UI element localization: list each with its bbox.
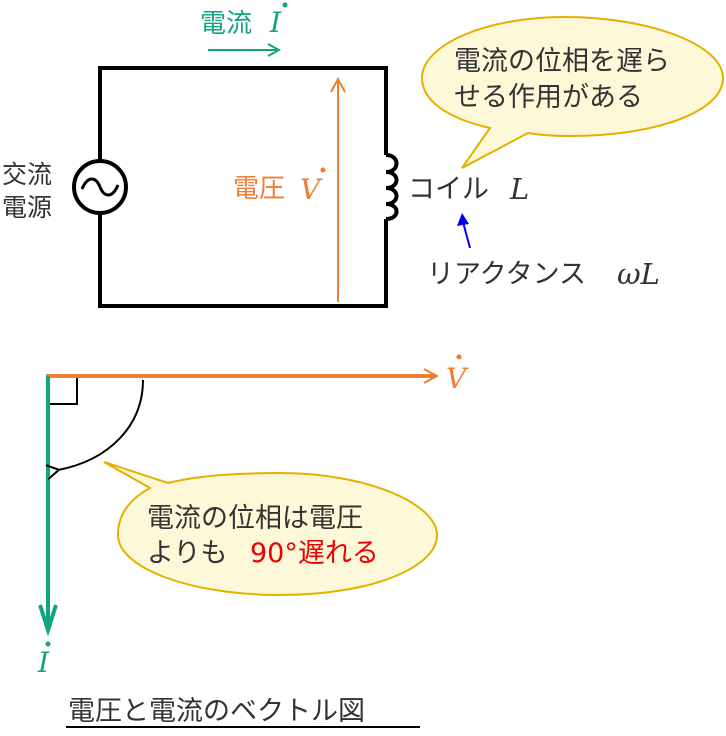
callout-bubble-top bbox=[420, 15, 725, 169]
voltage-dot bbox=[320, 167, 326, 173]
reactance-arrow-line bbox=[462, 221, 471, 249]
voltage-label: 電圧 bbox=[233, 174, 285, 204]
callout-bottom-line2-highlight: 90°遅れる bbox=[250, 538, 379, 569]
callout-bottom-line2-prefix: よりも bbox=[147, 538, 227, 569]
current-dot bbox=[282, 2, 288, 8]
current-vector-head bbox=[38, 604, 58, 637]
current-label: 電流 bbox=[200, 9, 252, 39]
current-symbol: I bbox=[269, 6, 282, 39]
coil-icon bbox=[385, 153, 399, 221]
coil-symbol: L bbox=[509, 172, 529, 206]
vector-diagram: V I 電流の位相は電圧 よりも 90°遅れる 電圧と電流のベクトル図 bbox=[37, 354, 469, 728]
callout-bubble-bottom bbox=[103, 461, 439, 597]
callout-top-line1: 電流の位相を遅ら bbox=[454, 46, 670, 77]
voltage-vector-dot bbox=[456, 354, 462, 360]
coil-label: コイル bbox=[408, 174, 489, 205]
right-angle-mark bbox=[50, 378, 78, 405]
vector-diagram-title: 電圧と電流のベクトル図 bbox=[68, 696, 365, 727]
source-label-line2: 電源 bbox=[2, 193, 52, 222]
phase-lag-arc-arrow bbox=[45, 379, 144, 480]
circuit: 電流 I 交流 電源 電圧 V コイル L リアクタンス ωL 電流の位相を遅ら bbox=[2, 2, 725, 308]
callout-top-line2: せる作用がある bbox=[454, 82, 643, 113]
ac-source-icon bbox=[72, 159, 128, 215]
voltage-vector-symbol: V bbox=[446, 362, 469, 395]
source-label-line1: 交流 bbox=[2, 160, 52, 189]
reactance-symbol: ωL bbox=[617, 257, 660, 291]
wire-bottom bbox=[98, 214, 388, 308]
current-vector-dot bbox=[45, 641, 51, 647]
reactance-arrow-head bbox=[457, 213, 469, 226]
reactance-label: リアクタンス bbox=[427, 259, 586, 290]
current-vector-symbol: I bbox=[37, 646, 50, 679]
voltage-symbol: V bbox=[300, 173, 323, 206]
wire-top bbox=[98, 66, 388, 160]
callout-bottom-line1: 電流の位相は電圧 bbox=[147, 503, 363, 534]
